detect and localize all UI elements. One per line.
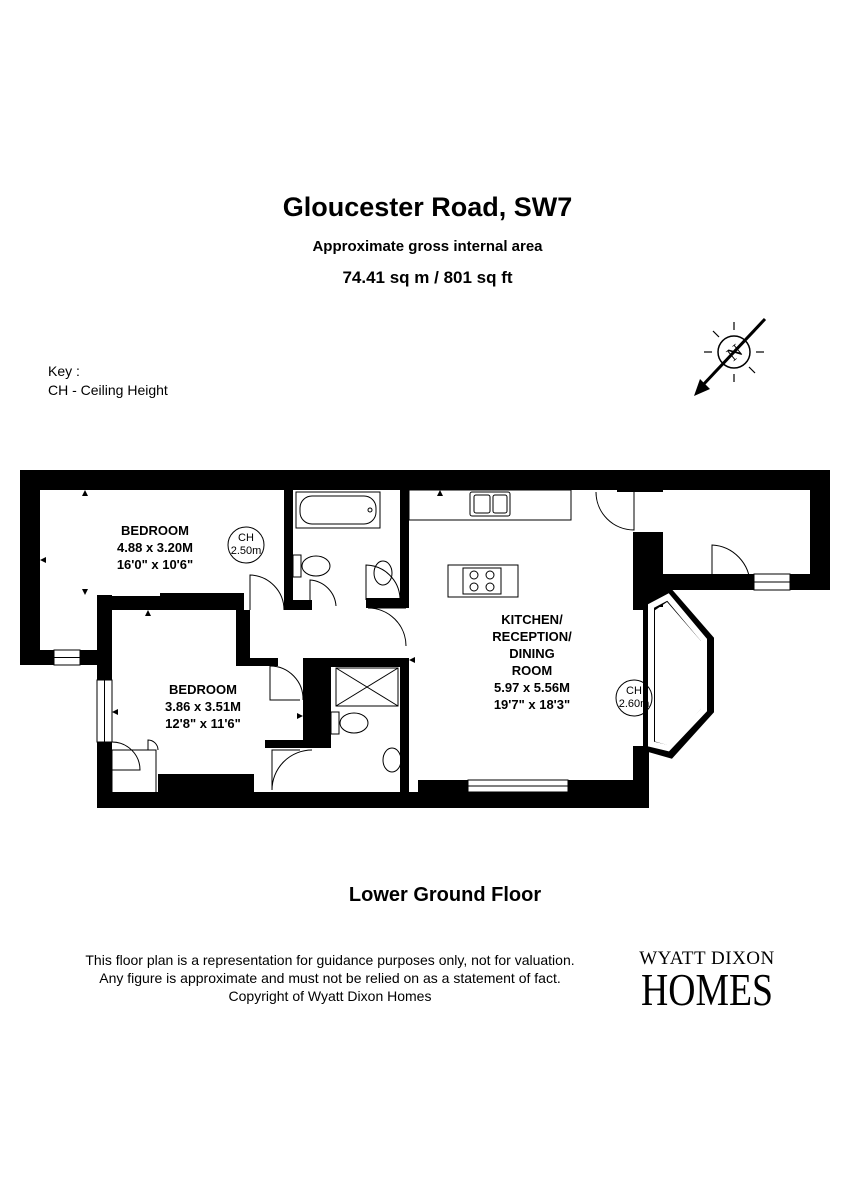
area-figure: 74.41 sq m / 801 sq ft bbox=[342, 268, 513, 287]
room-name: BEDROOM bbox=[169, 682, 237, 697]
room-imperial: 19'7" x 18'3" bbox=[493, 697, 571, 712]
key-heading: Key : bbox=[48, 363, 80, 379]
brand-line-2: HOMES bbox=[640, 964, 774, 1015]
room-metric: 5.97 x 5.56M bbox=[494, 680, 570, 695]
bay-window bbox=[643, 586, 714, 759]
room-label-bedroom-2: BEDROOM 3.86 x 3.51M 12'8" x 11'6" bbox=[143, 681, 263, 732]
windows bbox=[53, 573, 791, 793]
room-metric: 4.88 x 3.20M bbox=[117, 540, 193, 555]
room-name: BEDROOM bbox=[121, 523, 189, 538]
door-swings bbox=[111, 491, 751, 795]
room-metric: 3.86 x 3.51M bbox=[165, 699, 241, 714]
dimension-markers bbox=[40, 490, 443, 792]
compass-icon bbox=[694, 317, 767, 396]
ch-circle-bedroom bbox=[227, 526, 265, 564]
key-entry: CH - Ceiling Height bbox=[48, 382, 168, 398]
room-imperial: 16'0" x 10'6" bbox=[116, 557, 194, 572]
kitchen-fittings bbox=[408, 489, 572, 598]
room-label-kitchen: KITCHEN/ RECEPTION/ DINING ROOM 5.97 x 5… bbox=[472, 611, 592, 713]
floor-name: Lower Ground Floor bbox=[348, 884, 542, 906]
ch-circle-reception bbox=[615, 679, 653, 717]
ch-bedroom: CH 2.50m bbox=[230, 532, 262, 557]
key-legend: Key : CH - Ceiling Height bbox=[48, 362, 168, 400]
bathroom-fittings bbox=[292, 491, 402, 773]
property-title: Gloucester Road, SW7 bbox=[282, 192, 573, 222]
ch-reception: CH 2.60m bbox=[618, 685, 650, 710]
disclaimer: This floor plan is a representation for … bbox=[85, 952, 575, 1004]
brand-line-1: WYATT DIXON bbox=[639, 948, 775, 969]
area-caption: Approximate gross internal area bbox=[312, 238, 543, 255]
room-label-bedroom-1: BEDROOM 4.88 x 3.20M 16'0" x 10'6" bbox=[95, 522, 215, 573]
brand-logo: WYATT DIXON HOMES bbox=[612, 948, 802, 1015]
external-walls bbox=[20, 470, 830, 808]
room-imperial: 12'8" x 11'6" bbox=[165, 716, 241, 731]
